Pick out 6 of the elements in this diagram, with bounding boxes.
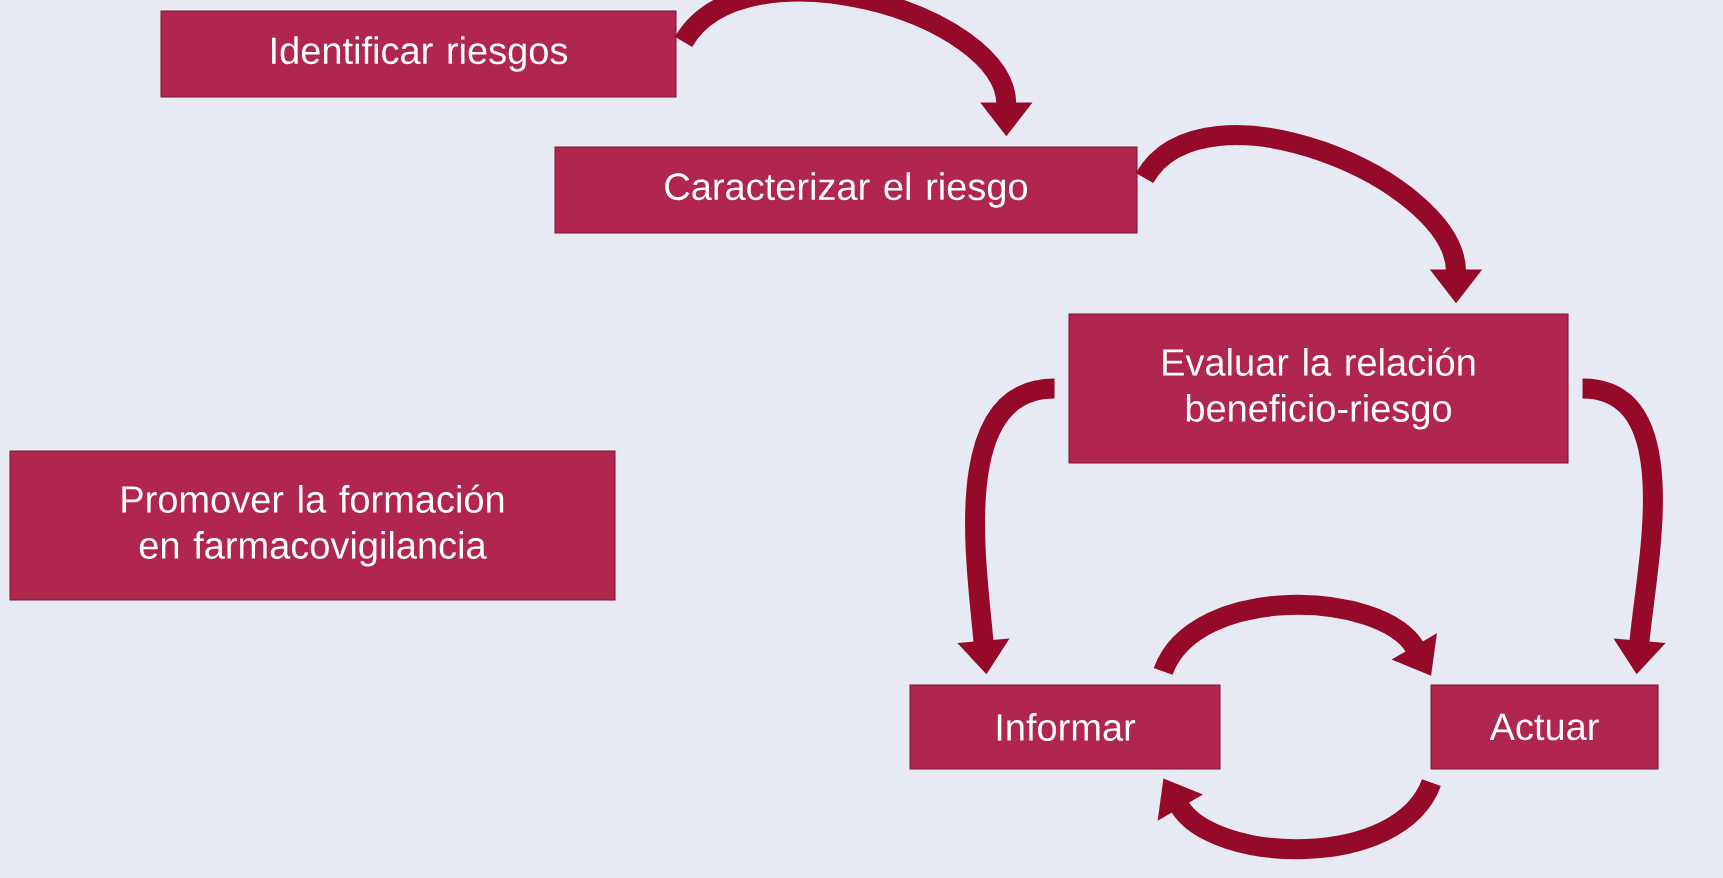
process-box: Caracterizar el riesgo — [554, 146, 1138, 234]
process-box: Promover la formación en farmacovigilancia — [9, 450, 616, 601]
process-box: Evaluar la relación beneficio-riesgo — [1068, 313, 1569, 464]
process-box: Informar — [909, 684, 1221, 770]
process-box: Actuar — [1430, 684, 1659, 770]
process-box: Identificar riesgos — [160, 10, 677, 98]
